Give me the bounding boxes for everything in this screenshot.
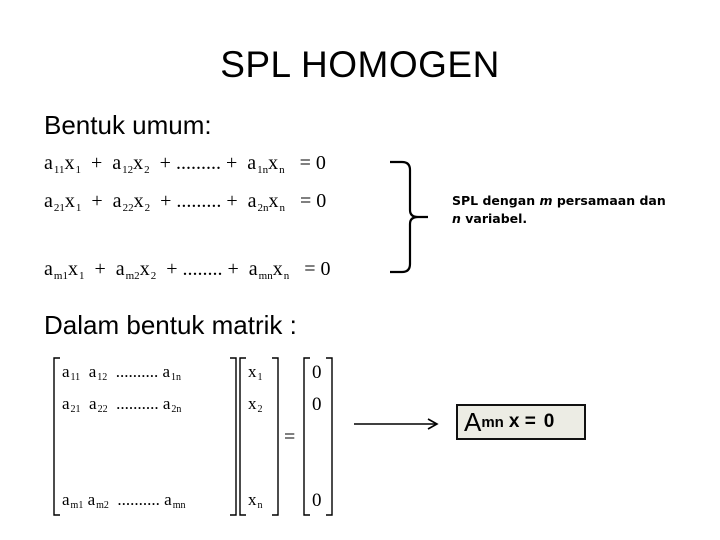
matrix-a-row-m: am1 am2 .......... amn	[62, 490, 186, 511]
vector-x-2: x2	[248, 394, 263, 415]
arrow-right-icon	[354, 418, 439, 430]
vector-zero-1: 0	[312, 362, 322, 383]
spl-description-note: SPL dengan m persamaan dan n variabel.	[452, 193, 666, 226]
curly-brace-icon	[390, 160, 428, 274]
matrix-equals-sign: =	[284, 426, 296, 448]
matrix-brackets-icon	[53, 357, 333, 516]
vector-zero-2: 0	[312, 394, 322, 415]
vector-x-n: xn	[248, 490, 263, 511]
vector-x-1: x1	[248, 362, 263, 383]
heading-general-form: Bentuk umum:	[44, 110, 212, 140]
vector-zero-m: 0	[312, 490, 322, 511]
equation-row-m: am1x1 + am2x2 +........+ amnxn =0	[44, 258, 331, 282]
slide-title: SPL HOMOGEN	[220, 44, 500, 85]
equation-row-1: a11x1 + a12x2 +.........+ a1nxn =0	[44, 152, 326, 176]
equation-row-2: a21x1 + a22x2 +.........+ a2nxn =0	[44, 190, 327, 214]
heading-matrix-form: Dalam bentuk matrik :	[44, 310, 297, 340]
matrix-a-row-2: a21 a22 .......... a2n	[62, 394, 182, 415]
matrix-a-row-1: a11 a12 .......... a1n	[62, 362, 182, 383]
